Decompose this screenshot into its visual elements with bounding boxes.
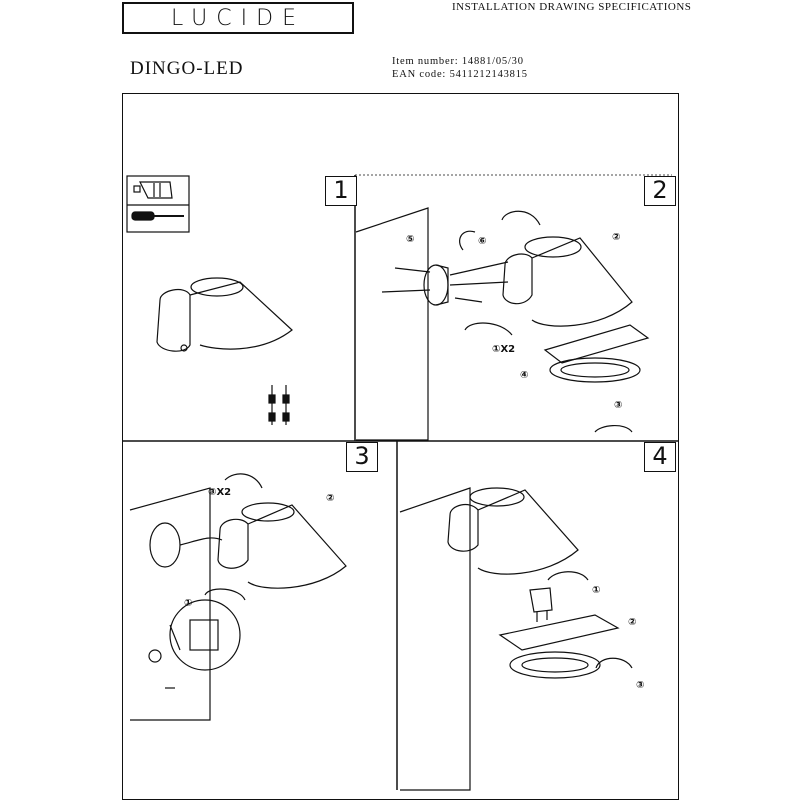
lamp-body-panel2	[502, 236, 633, 327]
item-number: Item number: 14881/05/30	[392, 56, 524, 67]
callout-1x2: ①X2	[492, 344, 516, 355]
callout-2: ②	[628, 617, 637, 628]
rotate-arrows-panel2	[459, 210, 633, 433]
gasket-rings-panel4	[498, 614, 620, 679]
callout-4: ④	[520, 370, 529, 381]
wiring-detail	[148, 599, 241, 689]
step-number-1: 1	[325, 176, 357, 206]
callout-2: ②	[612, 232, 621, 243]
wall-plate-panel3	[129, 487, 211, 721]
wall-lamp-icon	[156, 277, 293, 352]
screw-icon	[268, 385, 290, 425]
brand-logo: LUCIDE	[122, 2, 354, 34]
callout-6: ⑥	[478, 236, 487, 247]
screwdriver-icon	[131, 211, 184, 221]
callout-3: ③	[636, 680, 645, 691]
callout-3x2: ③X2	[208, 487, 232, 498]
wall-plate-panel4	[399, 487, 471, 791]
bulb-panel4	[529, 587, 553, 622]
step-number-4: 4	[644, 442, 676, 472]
lamp-body-panel4	[447, 487, 579, 575]
callout-1: ①	[592, 585, 601, 596]
junction-box	[149, 522, 223, 568]
wall-plate	[355, 207, 429, 441]
step-number-3: 3	[346, 442, 378, 472]
callout-5: ⑤	[406, 234, 415, 245]
screws-and-wires	[381, 261, 509, 303]
gu10-bulb-icon	[133, 181, 173, 199]
step-number-2: 2	[644, 176, 676, 206]
product-name: DINGO-LED	[130, 58, 244, 79]
gasket-rings-panel2	[543, 324, 650, 383]
tool-box	[126, 175, 190, 233]
mounting-base	[423, 264, 449, 306]
rotate-arrows-panel4	[547, 571, 633, 669]
drawing-frame	[122, 93, 679, 800]
callout-2: ②	[326, 493, 335, 504]
callout-3: ③	[614, 400, 623, 411]
ean-code: EAN code: 5411212143815	[392, 69, 528, 80]
rotate-arrows-panel3	[204, 473, 263, 601]
lamp-body-panel3	[217, 502, 347, 589]
document-title: INSTALLATION DRAWING SPECIFICATIONS	[452, 1, 692, 13]
callout-1: ①	[184, 598, 193, 609]
